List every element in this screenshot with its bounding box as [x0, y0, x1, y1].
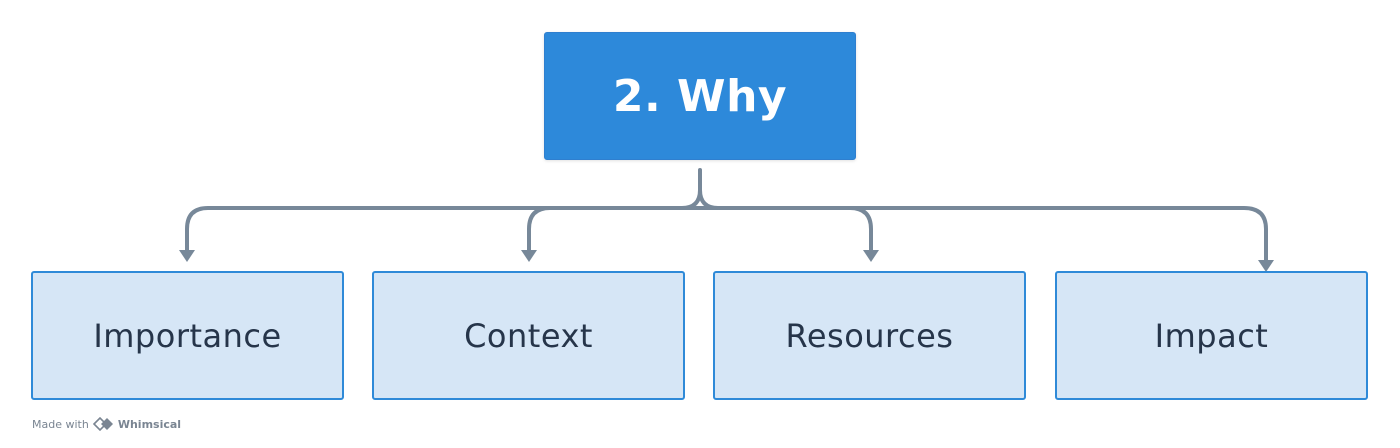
made-with-text: Made with [32, 417, 89, 431]
child-node-label: Importance [93, 316, 282, 355]
child-node-label: Context [464, 316, 593, 355]
root-node[interactable]: 2. Why [544, 32, 856, 160]
connector-importance [185, 206, 684, 254]
child-node-context[interactable]: Context [372, 271, 685, 400]
arrowhead-resources [863, 250, 879, 262]
root-node-label: 2. Why [612, 70, 788, 122]
child-node-label: Impact [1154, 316, 1269, 355]
connector-impact [848, 206, 1268, 264]
arrowhead-context [521, 250, 537, 262]
whimsical-brand-label: Whimsical [117, 417, 182, 431]
whimsical-brand: Whimsical [92, 417, 182, 431]
child-node-importance[interactable]: Importance [31, 271, 344, 400]
child-node-impact[interactable]: Impact [1055, 271, 1368, 400]
connector-trunk [680, 168, 720, 210]
connector-context [527, 206, 562, 254]
child-node-label: Resources [785, 316, 954, 355]
child-node-resources[interactable]: Resources [713, 271, 1026, 400]
made-with-footer[interactable]: Made with Whimsical [32, 415, 181, 433]
arrowhead-importance [179, 250, 195, 262]
connector-resources [716, 206, 873, 254]
whimsical-logo-icon [92, 417, 113, 431]
arrowhead-impact [1258, 260, 1274, 272]
